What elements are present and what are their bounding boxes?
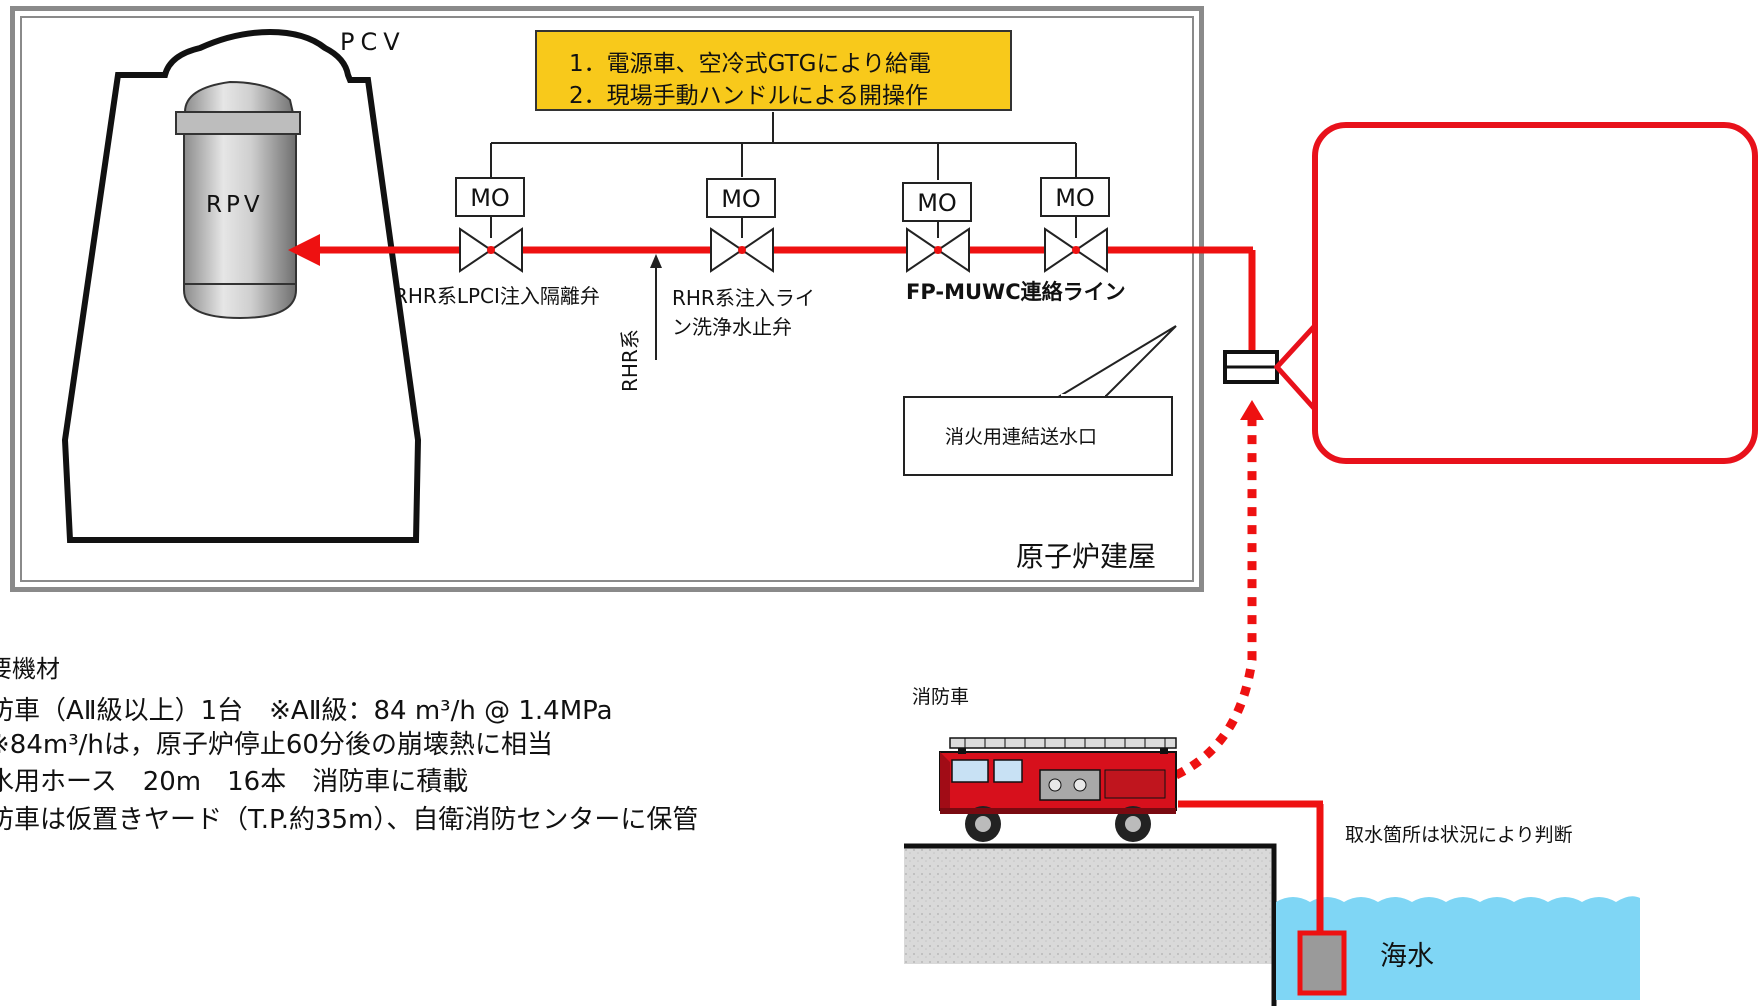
reactor-building-inner-frame [20,16,1194,582]
ground-quay [904,846,1274,964]
control-wiring [490,112,1077,238]
valve-2-label-line-2: ン洗浄水止弁 [672,315,792,339]
pcv-outline [61,28,422,543]
intake-note: 取水箇所は状況により判断 [1345,824,1573,846]
valve-1 [459,227,523,273]
valve-3 [906,227,970,273]
hose-dotted [1174,418,1257,780]
sea [1276,896,1640,1000]
equipment-line-2: ※84m³/hは，原子炉停止60分後の崩壊熱に相当 [0,730,553,760]
equipment-heading: 要機材 [0,655,60,683]
callout-pointer [1056,325,1177,397]
equipment-line-4: 防車は仮置きヤード（T.P.約35m）、自衛消防センターに保管 [0,805,699,835]
intake-strainer [1297,930,1347,996]
fire-truck [939,737,1177,842]
rhr-system-label: RHR系 [618,329,642,392]
reactor-building-frame [10,6,1204,592]
mo-box-3: MO [902,182,972,222]
fire-connection-callout: 消火用連結送水口 [903,396,1173,476]
operation-note-box: 1．電源車、空冷式GTGにより給電 2．現場手動ハンドルによる開操作 [535,30,1012,111]
intake-pipe [1178,800,1324,933]
connection-photo-frame [1312,122,1758,464]
equipment-line-1: 防車（AⅡ級以上）1台 ※AⅡ級：84 m³/h @ 1.4MPa [0,696,613,726]
injection-arrowhead [288,234,320,266]
valve-symbols [459,227,1108,273]
valve-4 [1044,227,1108,273]
rpv-vessel [175,80,301,320]
valve-1-label: RHR系LPCI注入隔離弁 [394,284,600,308]
valve-2-label-line-1: RHR系注入ライ [672,286,815,310]
mo-box-1: MO [455,177,525,217]
fp-muwc-line-label: FP-MUWC連絡ライン [906,280,1126,304]
fire-truck-label: 消防車 [912,686,970,708]
mo-box-2: MO [706,178,776,218]
pcv-label: PCV [340,28,406,56]
reactor-building-label: 原子炉建屋 [1016,540,1157,573]
operation-note-line-1: 1．電源車、空冷式GTGにより給電 [569,51,932,77]
rpv-label: RPV [206,192,264,218]
fire-connection-callout-text: 消火用連結送水口 [945,426,1098,448]
operation-note-line-2: 2．現場手動ハンドルによる開操作 [569,83,928,109]
rhr-branch-arrow [650,254,662,360]
mo-box-4: MO [1040,177,1110,217]
equipment-line-3: 水用ホース 20m 16本 消防車に積載 [0,767,469,797]
valve-2 [710,227,774,273]
sea-water-label: 海水 [1380,941,1434,972]
